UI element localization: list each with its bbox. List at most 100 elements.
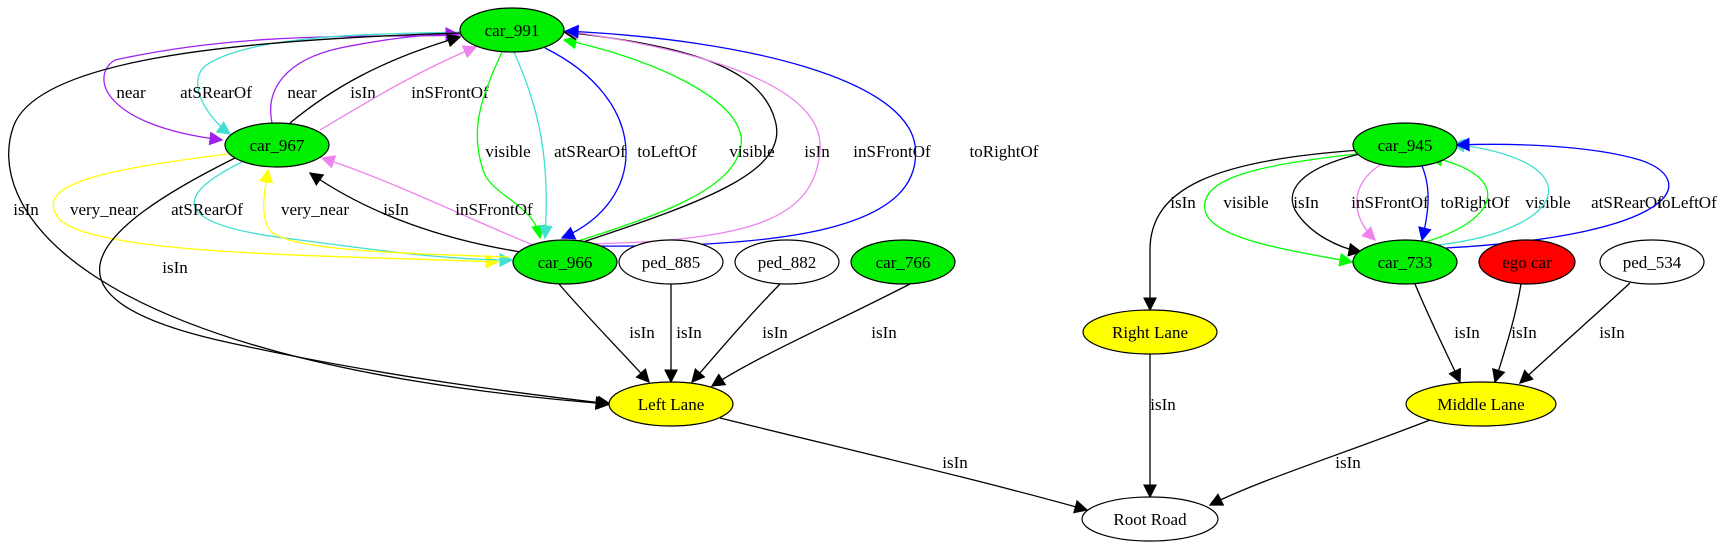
- edge-line: [1143, 149, 1363, 312]
- node-right-lane[interactable]: Right Lane: [1082, 309, 1218, 355]
- edge-car_766-left_lane-isin: isIn: [710, 283, 911, 387]
- node-label: Root Road: [1113, 510, 1187, 529]
- node-left-lane[interactable]: Left Lane: [608, 381, 734, 427]
- edge-car_967-left_lane-isin: isIn: [99, 157, 612, 410]
- node-ellipse: [512, 239, 618, 285]
- edge-line: [562, 26, 778, 243]
- edge-label: inSFrontOf: [455, 200, 533, 219]
- node-label: Left Lane: [638, 395, 705, 414]
- node-car-991[interactable]: car_991: [459, 7, 565, 53]
- edge-label: isIn: [162, 258, 188, 277]
- node-car-733[interactable]: car_733: [1352, 239, 1458, 285]
- edge-line: [1437, 138, 1550, 246]
- node-car-945[interactable]: car_945: [1352, 122, 1458, 168]
- edge-car_945-car_733-insfrontof: inSFrontOf: [1351, 164, 1429, 241]
- edge-label: inSFrontOf: [411, 83, 489, 102]
- edge-car_967-car_966-atsrearof: atSRearOf: [171, 161, 514, 267]
- edge-car_991-car_966-atsrearof: atSRearOf: [513, 51, 626, 240]
- edge-line: [1518, 282, 1631, 384]
- node-label: car_945: [1378, 136, 1433, 155]
- node-ellipse: [608, 381, 734, 427]
- edge-label: atSRearOf: [171, 200, 243, 219]
- node-label: car_766: [876, 253, 931, 272]
- edge-car_967-car_991-insfrontof: inSFrontOf: [319, 45, 489, 131]
- edge-label: atSRearOf: [180, 83, 252, 102]
- edge-car_966-car_967-isin: isIn: [308, 172, 522, 253]
- edge-car_733-middle_lane-isin: isIn: [1414, 283, 1480, 384]
- node-label: Middle Lane: [1437, 395, 1524, 414]
- edge-car_966-car_967-very_near: very_near: [259, 168, 510, 258]
- node-car-766[interactable]: car_766: [850, 239, 956, 285]
- edge-label: inSFrontOf: [853, 142, 931, 161]
- edge-label: isIn: [1150, 395, 1176, 414]
- edge-line: [1492, 283, 1522, 384]
- edge-middle_lane-root_road-isin: isIn: [1208, 419, 1431, 506]
- node-label: ped_534: [1623, 253, 1682, 272]
- edge-label: isIn: [1599, 323, 1625, 342]
- edge-label: isIn: [383, 200, 409, 219]
- node-label: car_991: [485, 21, 540, 40]
- edge-car_991-car_967-atsrearof: atSRearOf: [180, 31, 463, 135]
- node-ellipse: [1352, 122, 1458, 168]
- edge-car_945-car_733-visible: visible: [1204, 152, 1367, 267]
- edge-label: isIn: [350, 83, 376, 102]
- edge-label: isIn: [1454, 323, 1480, 342]
- edge-left_lane-root_road-isin: isIn: [719, 417, 1089, 514]
- edge-car_991-left_lane-isin: isIn: [8, 32, 610, 410]
- edge-line: [1424, 152, 1489, 243]
- edge-car_966-car_967-insfrontof: inSFrontOf: [320, 155, 534, 246]
- edge-label: inSFrontOf: [1351, 193, 1429, 212]
- edge-line: [1418, 165, 1432, 242]
- edge-line: [562, 35, 742, 243]
- node-car-967[interactable]: car_967: [224, 122, 330, 168]
- edge-label: visible: [729, 142, 774, 161]
- edge-label: isIn: [13, 200, 39, 219]
- edge-car_966-left_lane-isin: isIn: [558, 283, 655, 384]
- edge-ped_882-left_lane-isin: isIn: [691, 283, 788, 384]
- edge-label: isIn: [804, 142, 830, 161]
- edge-car_945-car_733-torightof: toRightOf: [1418, 165, 1510, 242]
- node-ped-882[interactable]: ped_882: [734, 239, 840, 285]
- node-label: Right Lane: [1112, 323, 1188, 342]
- edge-line: [270, 27, 460, 124]
- node-ped-534[interactable]: ped_534: [1599, 239, 1705, 285]
- edge-label: very_near: [281, 200, 349, 219]
- edge-label: very_near: [70, 200, 138, 219]
- node-ellipse: [1081, 496, 1219, 542]
- edge-line: [564, 25, 821, 245]
- node-ego-car[interactable]: ego car: [1478, 239, 1576, 285]
- edge-line: [558, 283, 650, 384]
- node-ellipse: [224, 122, 330, 168]
- edge-line: [259, 168, 510, 258]
- edge-line: [1445, 137, 1670, 249]
- edge-line: [719, 417, 1089, 514]
- edge-car_967-car_991-near: near: [270, 27, 460, 124]
- node-root-road[interactable]: Root Road: [1081, 496, 1219, 542]
- edge-car_733-car_945-toleftof: toLeftOf: [1445, 137, 1717, 249]
- edge-label: atSRearOf: [1591, 193, 1663, 212]
- node-ellipse: [618, 239, 724, 285]
- edge-car_966-car_991-insfrontof: inSFrontOf: [564, 25, 931, 245]
- edge-label: isIn: [1335, 453, 1361, 472]
- edge-line: [1356, 164, 1381, 241]
- edge-label: visible: [1223, 193, 1268, 212]
- edge-label: toLeftOf: [637, 142, 697, 161]
- edge-line: [193, 161, 514, 267]
- node-ellipse: [1405, 381, 1557, 427]
- edge-label: isIn: [942, 453, 968, 472]
- node-car-966[interactable]: car_966: [512, 239, 618, 285]
- edge-label: isIn: [762, 323, 788, 342]
- node-middle-lane[interactable]: Middle Lane: [1405, 381, 1557, 427]
- edge-label: isIn: [676, 323, 702, 342]
- edge-line: [1291, 149, 1379, 257]
- node-ellipse: [1478, 239, 1576, 285]
- edge-label: near: [287, 83, 317, 102]
- node-ped-885[interactable]: ped_885: [618, 239, 724, 285]
- edge-line: [8, 32, 610, 410]
- edge-car_967-car_966-very_near: very_near: [52, 153, 500, 269]
- edge-car_966-car_991-visible: visible: [562, 35, 775, 243]
- edge-car_991-car_966-toleftof: toLeftOf: [544, 47, 697, 240]
- node-ellipse: [850, 239, 956, 285]
- edge-line: [691, 283, 781, 384]
